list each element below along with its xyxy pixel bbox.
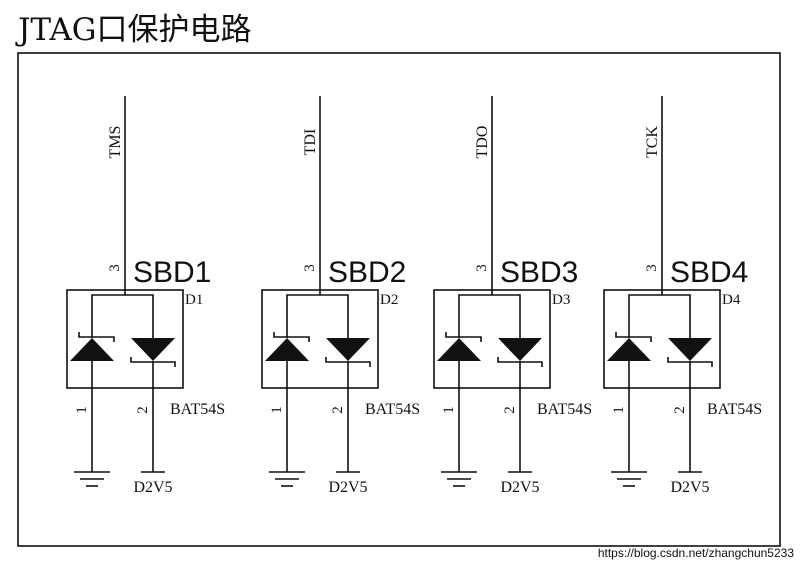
diagram-title: JTAG口保护电路 <box>18 12 252 48</box>
internal-wire <box>286 294 349 338</box>
diode-left <box>437 338 481 361</box>
package-box <box>66 289 184 389</box>
reference-label: SBD1 <box>133 256 211 289</box>
pin-number-1: 1 <box>611 406 627 414</box>
diode-left <box>607 338 651 361</box>
pin-number-2: 2 <box>502 406 518 414</box>
internal-wire <box>458 294 521 338</box>
designator-label: D3 <box>552 292 570 308</box>
signal-label: TDI <box>302 129 319 156</box>
supply-label: D2V5 <box>500 479 539 496</box>
pin-number-1: 1 <box>74 406 90 414</box>
reference-label: SBD4 <box>670 256 748 289</box>
package-box <box>261 289 379 389</box>
diode-left-cathode <box>445 332 482 342</box>
designator-label: D1 <box>185 292 203 308</box>
package-box <box>603 289 721 389</box>
diode-left-cathode <box>273 332 310 342</box>
pin-number-2: 2 <box>135 406 151 414</box>
pin-number-3: 3 <box>302 264 318 272</box>
diode-right <box>498 338 542 361</box>
schematic-frame <box>17 52 781 547</box>
diode-left <box>70 338 114 361</box>
signal-label: TMS <box>107 126 124 159</box>
designator-label: D4 <box>722 292 741 308</box>
part-number: BAT54S <box>707 401 762 418</box>
pin-number-3: 3 <box>644 264 660 272</box>
supply-label: D2V5 <box>328 479 367 496</box>
signal-label: TDO <box>474 126 491 159</box>
diode-left-cathode <box>615 332 652 342</box>
designator-label: D2 <box>380 292 398 308</box>
diode-left-cathode <box>78 332 115 342</box>
pin-number-3: 3 <box>107 264 123 272</box>
package-box <box>433 289 551 389</box>
part-number: BAT54S <box>365 401 420 418</box>
reference-label: SBD3 <box>500 256 578 289</box>
watermark: https://blog.csdn.net/zhangchun5233 <box>598 546 794 560</box>
pin-number-2: 2 <box>672 406 688 414</box>
pin-number-1: 1 <box>441 406 457 414</box>
internal-wire <box>91 294 154 338</box>
diode-right <box>326 338 370 361</box>
reference-label: SBD2 <box>328 256 406 289</box>
pin-number-1: 1 <box>269 406 285 414</box>
part-number: BAT54S <box>537 401 592 418</box>
pin-number-3: 3 <box>474 264 490 272</box>
diode-left <box>265 338 309 361</box>
diode-right <box>131 338 175 361</box>
pin-number-2: 2 <box>330 406 346 414</box>
diode-right <box>668 338 712 361</box>
internal-wire <box>628 294 691 338</box>
signal-label: TCK <box>644 126 661 158</box>
supply-label: D2V5 <box>670 479 709 496</box>
part-number: BAT54S <box>170 401 225 418</box>
supply-label: D2V5 <box>133 479 172 496</box>
